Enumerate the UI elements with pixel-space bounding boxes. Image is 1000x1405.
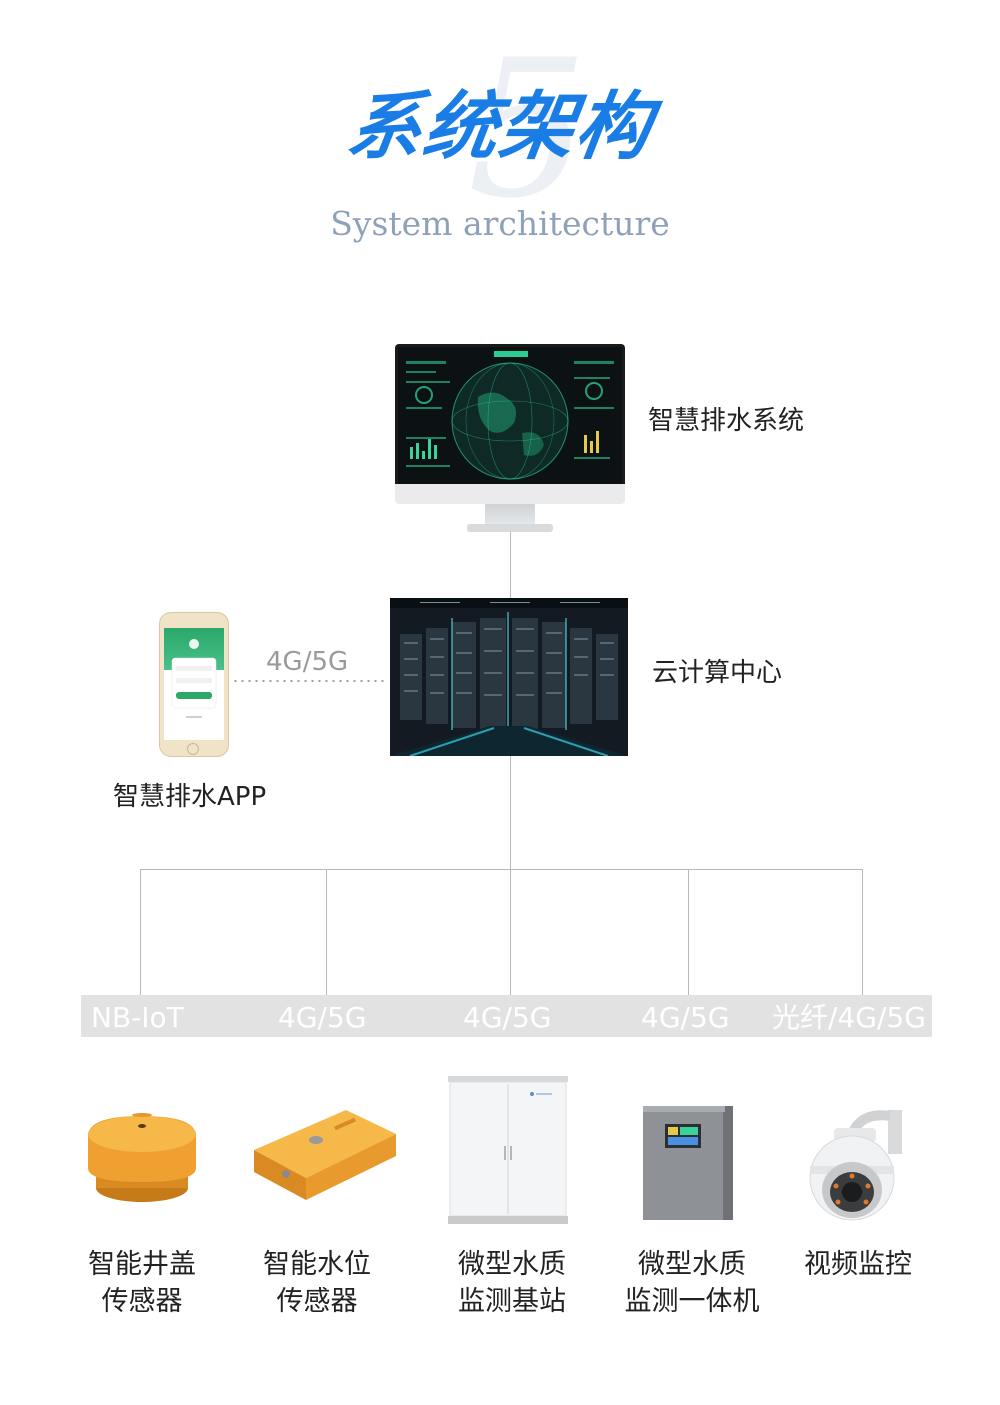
network-band bbox=[81, 995, 932, 1037]
monitor-base bbox=[467, 524, 553, 532]
manhole-sensor-image bbox=[82, 1106, 202, 1206]
phone-screen bbox=[164, 628, 224, 740]
water-quality-station-image bbox=[448, 1076, 568, 1224]
dome-camera-graphic bbox=[809, 1110, 902, 1221]
device-label-video-surveillance: 视频监控 bbox=[804, 1249, 912, 1280]
network-label-3: 4G/5G bbox=[463, 1001, 552, 1034]
water-level-sensor-graphic bbox=[254, 1110, 396, 1200]
page-subtitle: System architecture bbox=[330, 204, 670, 243]
device-bus-line bbox=[140, 869, 863, 870]
app-link-label: 4G/5G bbox=[266, 647, 349, 677]
network-label-2: 4G/5G bbox=[278, 1001, 367, 1034]
device-label-water-quality-unit: 微型水质监测一体机 bbox=[624, 1249, 760, 1317]
branch-line-1 bbox=[140, 869, 141, 995]
water-quality-station-graphic bbox=[448, 1076, 568, 1224]
link-cloud-bus bbox=[510, 756, 511, 870]
device-label-manhole-sensor: 智能井盖传感器 bbox=[88, 1249, 196, 1317]
app-label: 智慧排水APP bbox=[113, 782, 267, 812]
monitor-label: 智慧排水系统 bbox=[648, 406, 805, 436]
device-label-water-quality-station: 微型水质监测基站 bbox=[458, 1249, 566, 1317]
device-label-water-level-sensor: 智能水位传感器 bbox=[263, 1249, 371, 1317]
branch-line-2 bbox=[326, 869, 327, 995]
network-label-nbiot: NB-IoT bbox=[91, 1001, 184, 1034]
monitor-chin bbox=[395, 484, 625, 504]
phone-home-button bbox=[187, 743, 199, 755]
branch-line-5 bbox=[862, 869, 863, 995]
section-number: 5 bbox=[467, 19, 589, 240]
branch-line-3 bbox=[510, 869, 511, 995]
network-label-4: 4G/5G bbox=[641, 1001, 730, 1034]
water-quality-unit-image bbox=[643, 1106, 733, 1222]
server-racks-graphic bbox=[390, 598, 628, 756]
globe-dashboard-image bbox=[398, 347, 622, 486]
cloud-datacenter-image bbox=[390, 598, 628, 756]
monitor-device bbox=[395, 344, 625, 532]
branch-line-4 bbox=[688, 869, 689, 995]
water-level-sensor-image bbox=[250, 1106, 400, 1202]
app-login-graphic bbox=[171, 639, 217, 718]
app-dotted-link bbox=[232, 680, 388, 682]
smartphone-app-image bbox=[159, 612, 229, 757]
cloud-label: 云计算中心 bbox=[652, 658, 783, 688]
link-monitor-cloud bbox=[510, 532, 511, 598]
water-quality-unit-graphic bbox=[643, 1106, 733, 1220]
manhole-sensor-graphic bbox=[88, 1113, 196, 1202]
network-label-5: 光纤/4G/5G bbox=[772, 1001, 926, 1034]
dome-camera-image bbox=[804, 1106, 908, 1226]
monitor-stand bbox=[485, 504, 535, 526]
dashboard-screen bbox=[395, 344, 625, 486]
page-title: 系统架构 bbox=[341, 84, 659, 170]
